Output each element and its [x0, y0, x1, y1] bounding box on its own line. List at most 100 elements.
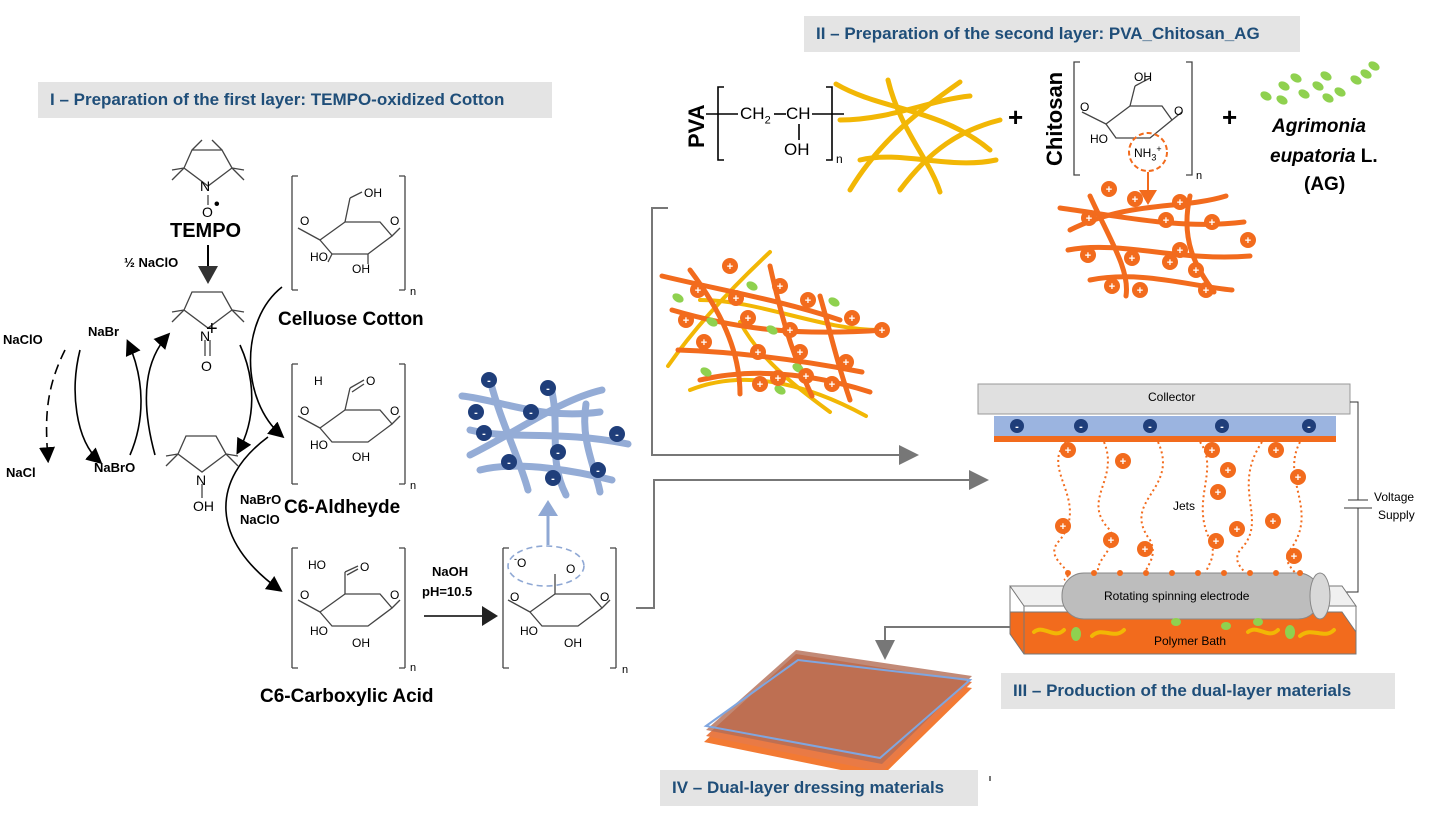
positive-charge — [740, 310, 756, 326]
anionic-fiber-arrowhead — [538, 500, 558, 516]
charge-sign: + — [829, 379, 835, 391]
section-title-dressing: IV – Dual-layer dressing materials — [660, 770, 978, 806]
tempo-radical-structure — [171, 139, 245, 205]
hydroxylamine-oh: OH — [193, 498, 214, 514]
naoh-label: NaOH — [432, 564, 469, 579]
negative-charge — [609, 426, 625, 442]
negative-charge — [481, 372, 497, 388]
aldehyde-ho: HO — [310, 438, 328, 452]
tempo-oxoammonium-structure — [171, 291, 245, 356]
positive-charge — [1188, 262, 1204, 278]
carboxylate-ho: HO — [520, 624, 538, 638]
pva-ch2-group: CH2 — [740, 104, 771, 127]
tempo-hydroxylamine-structure — [165, 435, 239, 498]
charge-sign: + — [777, 281, 783, 293]
carboxylic-oh: OH — [352, 636, 370, 650]
chitosan-nh3: NH3+ — [1134, 144, 1162, 163]
cotton-o-left: O — [300, 214, 310, 228]
negative-charge — [540, 380, 556, 396]
positive-charge — [1162, 254, 1178, 270]
charge-sign: + — [1086, 213, 1092, 225]
charge-sign: + — [1215, 487, 1221, 499]
charge-sign: + — [733, 293, 739, 305]
charge-sign: - — [546, 383, 550, 395]
oxoammonium-n-atom: N — [200, 328, 211, 344]
carboxylic-o: O — [360, 560, 370, 574]
naclo-oxidant-label: NaClO — [240, 512, 280, 527]
positive-charge — [1208, 533, 1224, 549]
positive-charge — [1172, 242, 1188, 258]
charge-sign: + — [1245, 235, 1251, 247]
naoh-arrowhead — [482, 606, 498, 626]
carboxylic-n: n — [410, 662, 417, 674]
negative-charge — [523, 404, 539, 420]
positive-charge — [1115, 453, 1131, 469]
agrimonia-line-3: (AG) — [1304, 174, 1346, 195]
positive-charge — [1101, 181, 1117, 197]
charge-sign: + — [1291, 551, 1297, 563]
charge-sign: - — [529, 407, 533, 419]
celluose-cotton-label: Celluose Cotton — [278, 309, 424, 330]
positive-charge — [728, 290, 744, 306]
negative-charge — [545, 470, 561, 486]
positive-charge — [1210, 484, 1226, 500]
carboxylic-o-left: O — [300, 588, 310, 602]
voltage-label: Voltage — [1374, 490, 1415, 504]
charge-sign: + — [695, 285, 701, 297]
positive-charge — [1204, 442, 1220, 458]
charge-sign: - — [556, 447, 560, 459]
charge-sign: + — [1177, 197, 1183, 209]
bath-fibers — [1032, 627, 1336, 638]
radical-dot: • — [214, 196, 220, 213]
charge-sign: + — [1209, 217, 1215, 229]
chitosan-subscript-n: n — [1196, 170, 1203, 182]
amine-highlight — [1128, 132, 1168, 172]
electrospinning-jets — [1053, 441, 1303, 581]
positive-charge — [792, 344, 808, 360]
nacl-label: NaCl — [6, 465, 36, 480]
chitosan-protonation-arrowhead — [1139, 190, 1157, 205]
charge-sign: + — [1167, 257, 1173, 269]
section-title-production: III – Production of the dual-layer mater… — [1001, 673, 1395, 709]
oxoammonium-plus: + — [206, 318, 218, 340]
c6-carboxylic-acid-label: C6-Carboxylic Acid — [260, 686, 434, 707]
chitosan-ho: HO — [1090, 132, 1108, 146]
charge-sign: + — [1209, 445, 1215, 457]
pva-fibers — [833, 77, 1003, 195]
charge-sign: + — [803, 371, 809, 383]
cotton-oh-bottom: OH — [352, 262, 370, 276]
positive-charge — [1240, 232, 1256, 248]
negative-charge — [1010, 419, 1024, 433]
tempo-o-atom: O — [202, 204, 213, 220]
positive-charge — [750, 344, 766, 360]
cellulose-cotton-unit — [291, 175, 406, 291]
carboxylate-o-minus: -O — [514, 554, 527, 570]
positive-charge — [782, 322, 798, 338]
charge-sign: + — [1234, 524, 1240, 536]
collector-charges: ----- — [1010, 419, 1316, 433]
charge-sign: + — [757, 379, 763, 391]
cotton-n: n — [410, 286, 417, 298]
pva-repeat-unit — [706, 86, 844, 161]
catalytic-cycle-arrows — [39, 286, 285, 592]
chitosan-o-right: O — [1174, 104, 1184, 118]
charge-sign: + — [1163, 215, 1169, 227]
positive-charge — [1268, 442, 1284, 458]
nabro-oxidant-label: NaBrO — [240, 492, 282, 507]
section-title-first-layer: I – Preparation of the first layer: TEMP… — [38, 82, 552, 118]
charge-sign: - — [482, 428, 486, 440]
negative-charge — [590, 462, 606, 478]
negative-charge — [1302, 419, 1316, 433]
collector-label: Collector — [1148, 390, 1196, 404]
cotton-o-right: O — [390, 214, 400, 228]
c6-carboxylic-unit — [291, 547, 406, 669]
positive-charge — [800, 292, 816, 308]
charge-sign: + — [787, 325, 793, 337]
positive-charges: ++++++++++++++++++++++++++++++++++++++++… — [678, 181, 1306, 564]
pva-oh-group: OH — [784, 140, 810, 159]
positive-charge — [1137, 541, 1153, 557]
charge-sign: + — [797, 347, 803, 359]
section-title-second-layer: II – Preparation of the second layer: PV… — [804, 16, 1300, 52]
charge-sign: + — [1060, 521, 1066, 533]
pva-ch-group: CH — [786, 104, 811, 123]
